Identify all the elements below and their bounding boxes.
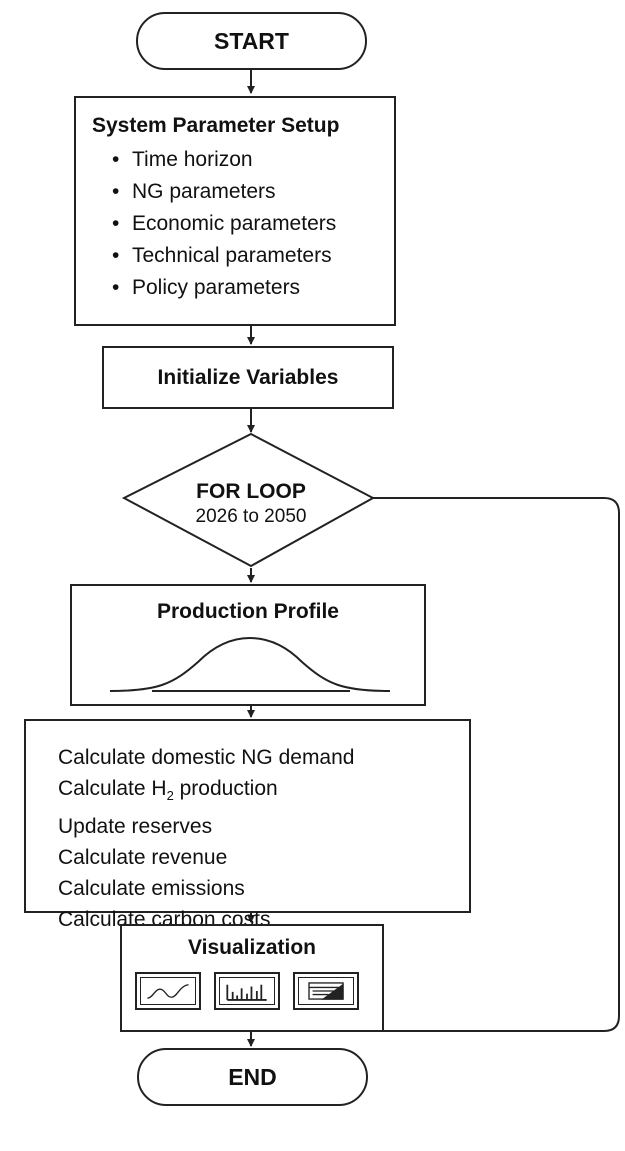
table-icon — [293, 972, 359, 1010]
end-terminal: END — [137, 1048, 368, 1106]
initialize-variables-box: Initialize Variables — [102, 346, 394, 409]
calc-h2-suffix: production — [173, 777, 278, 800]
end-label: END — [228, 1063, 277, 1090]
initialize-label: Initialize Variables — [157, 365, 339, 389]
setup-item: Policy parameters — [106, 272, 394, 304]
setup-item: NG parameters — [106, 176, 394, 208]
start-label: START — [214, 27, 289, 54]
calc-h2-prefix: Calculate H — [58, 777, 167, 800]
for-loop-text: FOR LOOP 2026 to 2050 — [140, 480, 362, 528]
calc-line-h2: Calculate H2 production — [58, 773, 469, 811]
bar-chart-icon — [214, 972, 280, 1010]
calculation-steps-box: Calculate domestic NG demand Calculate H… — [24, 719, 471, 931]
system-parameter-setup-box: System Parameter Setup Time horizon NG p… — [74, 96, 396, 326]
bell-curve-icon — [109, 636, 391, 692]
calc-line: Update reserves — [58, 815, 213, 839]
calc-h2-subscript: 2 — [166, 788, 174, 804]
calc-line: Calculate revenue — [58, 846, 228, 870]
calc-line: Calculate emissions — [58, 877, 245, 901]
setup-parameter-list: Time horizon NG parameters Economic para… — [106, 144, 394, 304]
setup-item: Technical parameters — [106, 240, 394, 272]
loop-back-line — [372, 497, 620, 1032]
production-profile-box: Production Profile — [70, 584, 426, 706]
setup-item: Time horizon — [106, 144, 394, 176]
start-terminal: START — [136, 12, 367, 70]
for-loop-diamond — [121, 432, 376, 568]
line-chart-icon — [135, 972, 201, 1010]
setup-item: Economic parameters — [106, 208, 394, 240]
visualization-title: Visualization — [188, 936, 316, 959]
setup-title: System Parameter Setup — [92, 114, 340, 137]
for-loop-title: FOR LOOP — [196, 480, 306, 503]
visualization-box: Visualization — [120, 924, 384, 1032]
production-title: Production Profile — [156, 600, 339, 623]
calc-line: Calculate domestic NG demand — [58, 746, 355, 769]
for-loop-range: 2026 to 2050 — [195, 506, 307, 527]
